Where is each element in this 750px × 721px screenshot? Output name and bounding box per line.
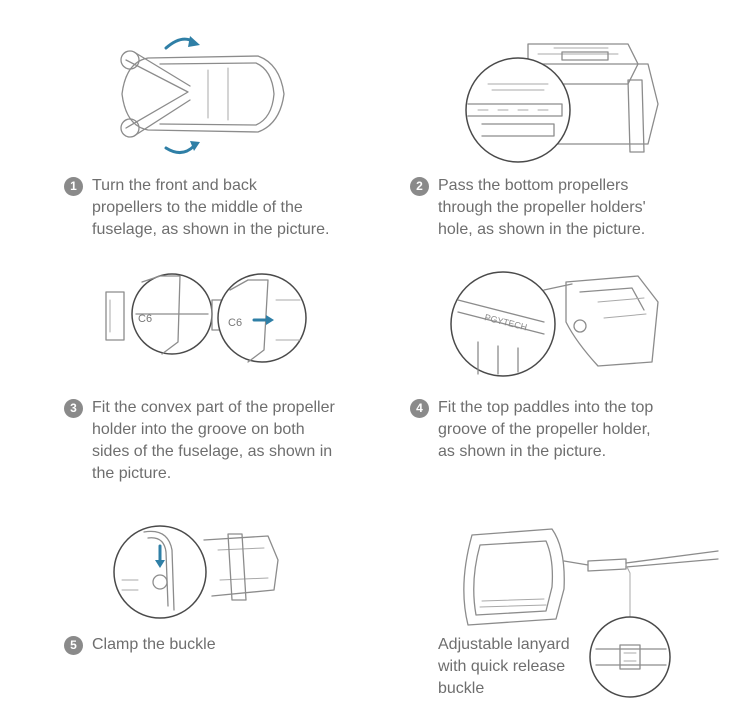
step-instruction: Fit the top paddles into the top groove … <box>438 399 654 460</box>
step-number-badge: 5 <box>64 636 83 655</box>
step-number-badge: 4 <box>410 399 429 418</box>
step-instruction: Clamp the buckle <box>92 636 216 653</box>
step-3: 3 Fit the convex part of the propeller h… <box>64 397 335 485</box>
convex-groove-illustration: C6 C6 <box>105 273 307 363</box>
step-number-badge: 3 <box>64 399 83 418</box>
step-5: 5 Clamp the buckle <box>64 634 216 656</box>
step-instruction: Fit the convex part of the propeller hol… <box>92 399 335 482</box>
buckle-detail-circle-icon <box>589 616 671 698</box>
rotation-arrow-bottom-icon <box>164 144 196 154</box>
clamp-buckle-illustration <box>113 525 279 619</box>
step-number-badge: 1 <box>64 177 83 196</box>
top-groove-illustration: PGYTECH <box>450 271 659 377</box>
svg-text:C6: C6 <box>138 313 152 325</box>
step-2: 2 Pass the bottom propellers through the… <box>410 175 646 241</box>
lanyard-caption: Adjustable lanyard with quick release bu… <box>438 634 570 700</box>
drone-top-view-illustration <box>120 36 285 154</box>
lanyard-illustration <box>463 528 719 698</box>
step-instruction: Pass the bottom propellers through the p… <box>438 177 646 238</box>
step-instruction: Turn the front and back propellers to th… <box>92 177 330 238</box>
holder-hole-illustration <box>465 43 659 163</box>
lanyard-caption-text: Adjustable lanyard with quick release bu… <box>438 636 570 697</box>
step-number-badge: 2 <box>410 177 429 196</box>
step-4: 4 Fit the top paddles into the top groov… <box>410 397 653 463</box>
svg-text:C6: C6 <box>228 317 242 329</box>
magnifier-circle-icon <box>113 525 207 619</box>
step-1: 1 Turn the front and back propellers to … <box>64 175 329 241</box>
